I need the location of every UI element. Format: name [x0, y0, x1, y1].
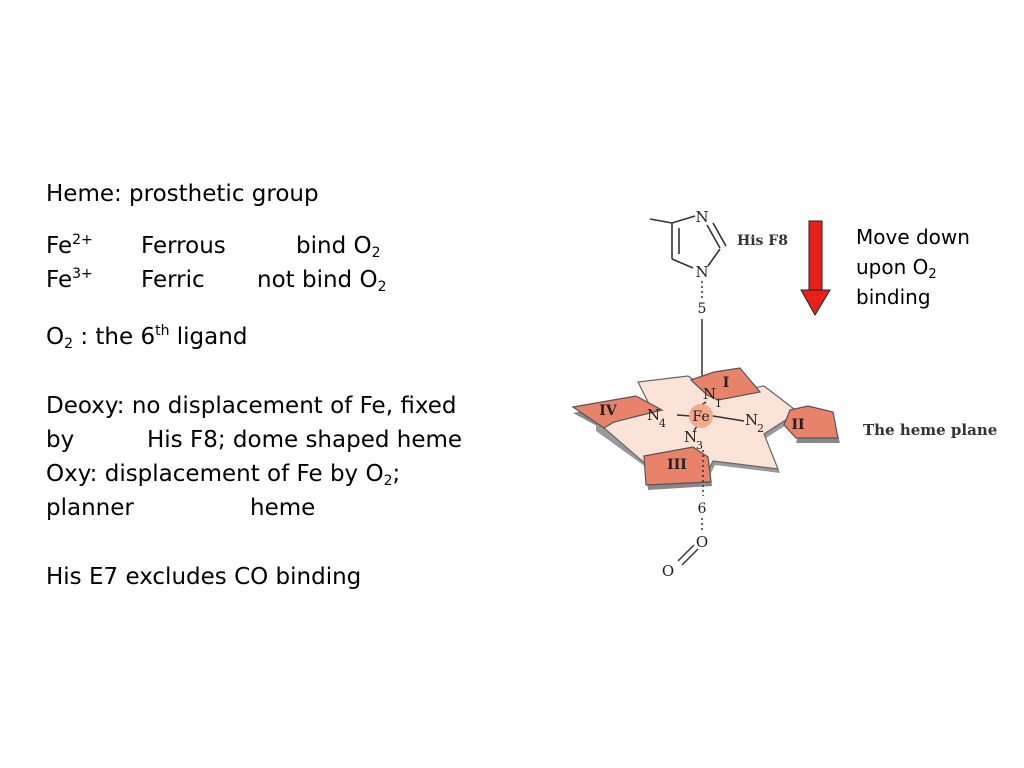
pyrrole-ring-i [689, 367, 762, 401]
deoxy-line-2: by His F8; dome shaped heme [46, 427, 463, 453]
o2-double-bond-a [677, 544, 695, 562]
n1-label: N [703, 385, 716, 403]
o2-oxygen-top: O [696, 533, 708, 551]
heme-plane-label: The heme plane [863, 421, 997, 439]
ring-iii-label: III [667, 457, 687, 473]
move-down-arrow [800, 220, 831, 316]
o2-oxygen-bottom: O [662, 562, 674, 580]
oxy-line-2: planner heme [46, 495, 316, 521]
oxy-line-1: Oxy: displacement of Fe by O2; [46, 461, 401, 489]
imidazole-n-top: N [695, 208, 708, 226]
pyrrole-ring-iv [571, 395, 664, 429]
heme-line: Heme: prosthetic group [46, 181, 319, 207]
deoxy-line-1: Deoxy: no displacement of Fe, fixed [46, 393, 457, 419]
his-e7-line: His E7 excludes CO binding [46, 564, 362, 590]
pyrrole-ring-ii [783, 405, 839, 439]
ring-i-label: I [723, 375, 730, 391]
fe3-line: Fe3+ Ferric not bind O2 [46, 266, 387, 295]
his-f8-label: His F8 [737, 233, 788, 249]
o2-ligand-line: O2 : the 6th ligand [46, 323, 248, 352]
n2-label: N [745, 411, 758, 429]
bond-5-label: 5 [698, 301, 707, 317]
fe-atom [689, 404, 713, 428]
ring-iv-label: IV [599, 403, 618, 419]
move-down-note: Move down upon O2 binding [856, 225, 970, 309]
imidazole-n-bottom: N [695, 263, 708, 281]
o2-double-bond-b [681, 548, 699, 566]
imidazole-ring [649, 215, 727, 269]
n3-label: N [684, 428, 697, 446]
ring-ii-label: II [791, 417, 804, 433]
n2-subscript: 2 [757, 422, 764, 435]
pyrrole-ring-iii [643, 446, 712, 486]
n4-label: N [647, 406, 660, 424]
fe2-line: Fe2+ Ferrous bind O2 [46, 232, 381, 261]
n3-subscript: 3 [696, 439, 703, 452]
bond-6-label: 6 [698, 501, 707, 517]
n1-subscript: 1 [715, 397, 722, 410]
n4-subscript: 4 [659, 417, 666, 430]
fe-label: Fe [692, 409, 709, 425]
